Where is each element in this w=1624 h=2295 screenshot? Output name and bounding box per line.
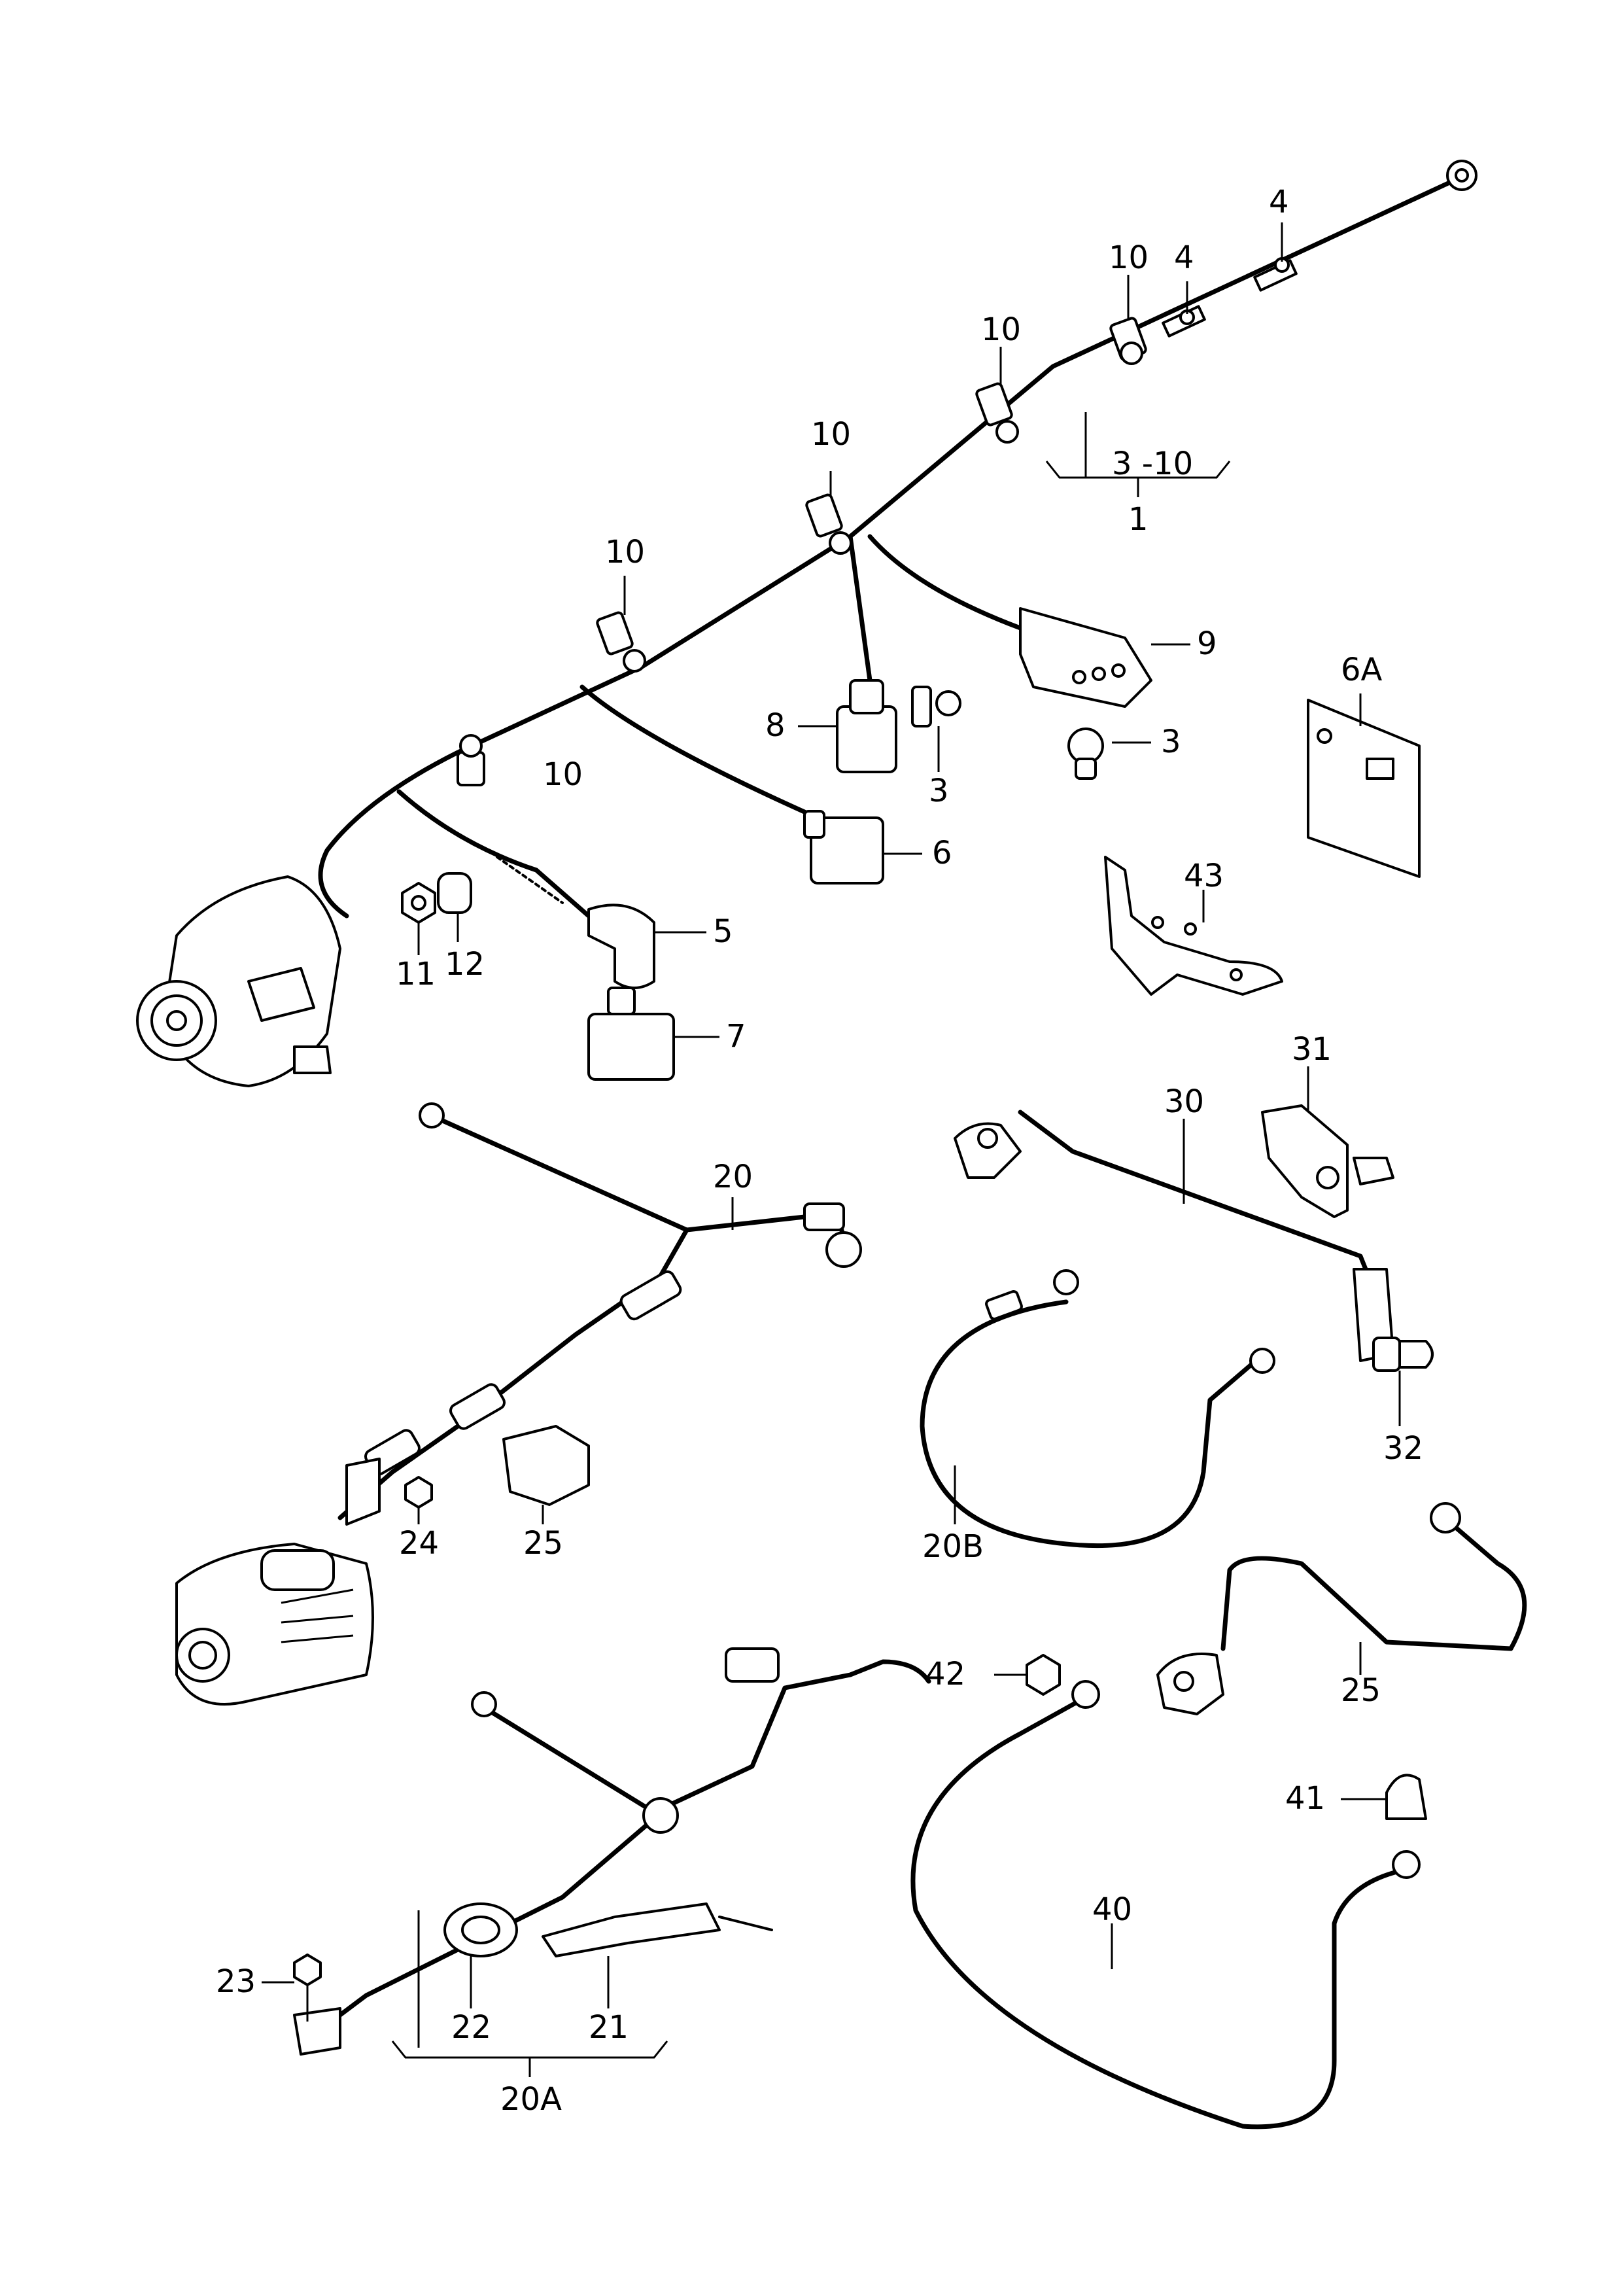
callout-10e: 10 xyxy=(543,756,583,793)
grommet-22 xyxy=(443,1902,518,1957)
bracket-43 xyxy=(1104,856,1283,996)
callout-3b: 3 xyxy=(1161,724,1181,760)
nut-11 xyxy=(401,882,436,924)
callout-labels: 4 10 4 10 10 3 -10 1 10 9 6A 8 3 3 10 6 … xyxy=(216,184,1423,2118)
callout-6: 6 xyxy=(932,835,952,871)
connector-5 xyxy=(587,903,655,989)
callout-30: 30 xyxy=(1164,1083,1204,1120)
callout-4b: 4 xyxy=(1174,239,1194,276)
callout-41: 41 xyxy=(1285,1780,1325,1817)
nut-23 xyxy=(293,1953,322,1986)
sensor-wire-21 xyxy=(542,1902,773,1957)
clamp-4a xyxy=(1253,257,1298,292)
callout-25b: 25 xyxy=(1341,1672,1381,1709)
callout-7: 7 xyxy=(726,1018,746,1055)
bolt-32 xyxy=(1372,1337,1434,1372)
bracket-31 xyxy=(1261,1104,1394,1218)
connector-6 xyxy=(803,810,884,885)
callout-10d: 10 xyxy=(605,534,645,570)
callout-4a: 4 xyxy=(1269,184,1289,220)
callout-3-10: 3 -10 xyxy=(1112,446,1193,482)
starter-cable-20 xyxy=(337,1102,862,1526)
connector-8 xyxy=(836,679,897,773)
callout-10a: 10 xyxy=(1109,239,1149,276)
callout-21: 21 xyxy=(589,2009,629,2046)
callout-9: 9 xyxy=(1197,625,1217,662)
cable-clip-10c xyxy=(805,493,852,555)
alternator xyxy=(136,875,341,1087)
callout-32: 32 xyxy=(1383,1430,1423,1467)
connector-7 xyxy=(587,987,675,1081)
cable-clip-10a xyxy=(1109,317,1147,365)
callout-20a: 20A xyxy=(500,2081,562,2118)
ground-cable-20a xyxy=(293,1647,931,2056)
callout-11: 11 xyxy=(396,956,436,992)
callout-10c: 10 xyxy=(811,416,851,453)
callout-25a: 25 xyxy=(523,1525,563,1562)
cap-12 xyxy=(437,872,472,914)
cap-nut-41 xyxy=(1385,1774,1427,1820)
callout-22: 22 xyxy=(451,2009,491,2046)
callout-40: 40 xyxy=(1092,1891,1132,1928)
callout-31: 31 xyxy=(1292,1031,1332,1068)
callout-10b: 10 xyxy=(981,311,1021,348)
callout-8: 8 xyxy=(765,707,786,744)
leader-lines xyxy=(262,222,1401,2077)
nut-24 xyxy=(404,1476,433,1509)
callout-6a: 6A xyxy=(1341,652,1383,688)
cable-clip-10d xyxy=(596,611,646,673)
cable-clip-10e xyxy=(457,734,485,786)
callout-3a: 3 xyxy=(929,773,949,809)
connector-9 xyxy=(1019,607,1152,708)
ground-cable-20b xyxy=(920,1269,1275,1549)
battery-cable-25b xyxy=(1156,1502,1527,1715)
callout-1: 1 xyxy=(1128,501,1149,538)
callout-24: 24 xyxy=(399,1525,439,1562)
engine-wiring-harness xyxy=(318,177,1458,919)
callout-20b: 20B xyxy=(922,1528,984,1565)
ground-cable-40 xyxy=(910,1680,1421,2129)
nut-42 xyxy=(1026,1654,1061,1696)
pin-3b xyxy=(1067,727,1104,780)
clamp-4b xyxy=(1162,305,1206,338)
pin-3a xyxy=(911,686,961,727)
terminal-cap-25a xyxy=(502,1425,590,1506)
cable-clip-10b xyxy=(975,382,1019,444)
harness-ring-terminal xyxy=(1446,160,1477,191)
callout-20: 20 xyxy=(713,1159,753,1195)
starter-motor xyxy=(175,1543,374,1706)
callout-23: 23 xyxy=(216,1963,256,2000)
callout-5: 5 xyxy=(713,913,733,950)
callout-12: 12 xyxy=(445,946,485,983)
insulation-sheet-6a xyxy=(1307,699,1421,878)
callout-42: 42 xyxy=(925,1656,965,1692)
callout-43: 43 xyxy=(1184,858,1224,894)
